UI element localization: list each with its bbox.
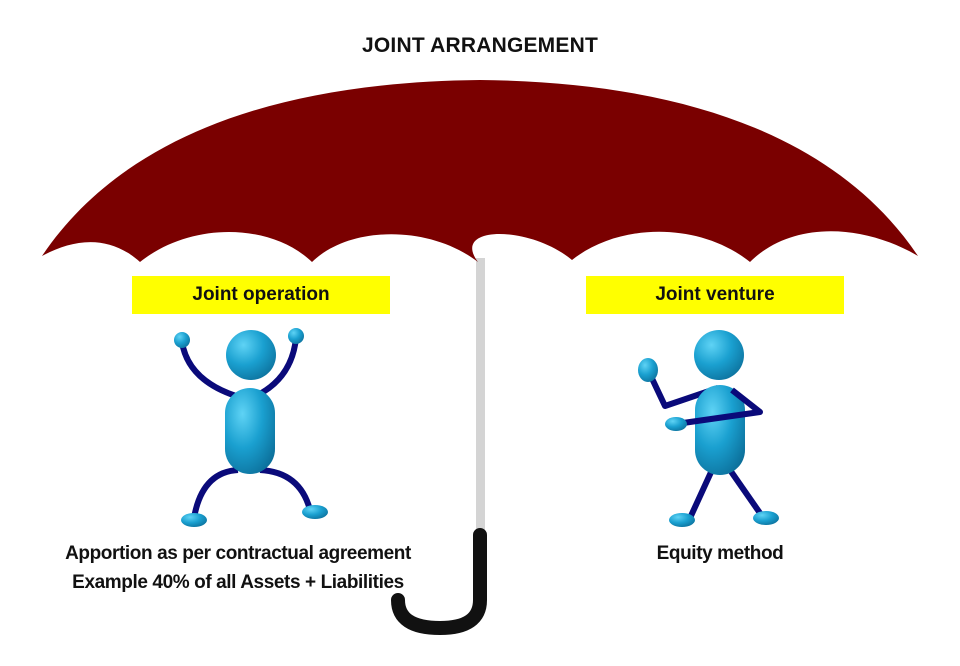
right-leg-left (687, 468, 715, 520)
right-hand-raised (638, 358, 658, 382)
caption-joint-operation-line2: Example 40% of all Assets + Liabilities (72, 572, 404, 593)
diagram-title: JOINT ARRANGEMENT (362, 34, 598, 57)
caption-joint-operation-line1: Apportion as per contractual agreement (65, 543, 411, 564)
right-foot-left (669, 513, 695, 527)
left-foot-right (302, 505, 328, 519)
umbrella-shaft (476, 258, 485, 540)
left-head (226, 330, 276, 380)
right-head (694, 330, 744, 380)
left-leg-right (259, 467, 313, 511)
caption-joint-venture: Equity method (580, 539, 860, 568)
left-torso (225, 388, 275, 474)
left-foot-left (181, 513, 207, 527)
left-arm-left (179, 341, 237, 399)
right-hand-front (665, 417, 687, 431)
right-arm-raised (645, 368, 719, 409)
caption-joint-operation: Apportion as per contractual agreement E… (0, 539, 476, 597)
right-torso (695, 385, 745, 475)
caption-joint-venture-line1: Equity method (656, 543, 784, 564)
right-leg-right (727, 468, 765, 518)
figure-joint-venture (638, 330, 779, 527)
right-foot-right (753, 511, 779, 525)
umbrella-canopy (42, 80, 918, 262)
label-joint-operation: Joint operation (132, 276, 390, 314)
left-hand-right (288, 328, 304, 344)
right-arm-across (675, 387, 763, 427)
label-joint-venture: Joint venture (586, 276, 844, 314)
left-leg-left (191, 467, 239, 519)
left-hand-left (174, 332, 190, 348)
figure-joint-operation (174, 328, 328, 527)
umbrella-handle (391, 528, 487, 636)
